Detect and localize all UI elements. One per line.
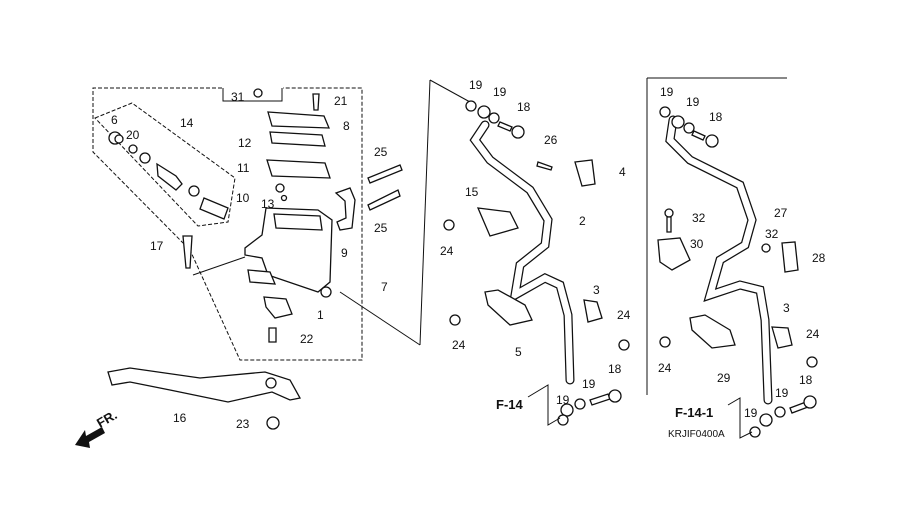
diagram-code: KRJIF0400A bbox=[668, 429, 725, 440]
brake-lever bbox=[107, 367, 302, 403]
callout: 19 bbox=[556, 393, 570, 407]
callout: 4 bbox=[619, 165, 626, 179]
callout: 15 bbox=[465, 185, 479, 199]
callout: 5 bbox=[515, 345, 522, 359]
callout: 23 bbox=[236, 417, 250, 431]
callout: 26 bbox=[544, 133, 558, 147]
front-direction-label: FR. bbox=[94, 407, 120, 430]
callout: 20 bbox=[126, 128, 140, 142]
callout: 32 bbox=[692, 211, 706, 225]
callout: 30 bbox=[690, 237, 704, 251]
callout: 18 bbox=[709, 110, 723, 124]
callout: 18 bbox=[517, 100, 531, 114]
part-callouts: 31 21 8 6 14 20 12 11 25 10 13 25 9 17 7… bbox=[94, 78, 826, 440]
callout: 18 bbox=[799, 373, 813, 387]
holder bbox=[334, 187, 356, 231]
callout: 22 bbox=[300, 332, 314, 346]
piston-kit bbox=[108, 131, 229, 220]
callout: 24 bbox=[617, 308, 631, 322]
callout: 21 bbox=[334, 94, 348, 108]
callout: 29 bbox=[717, 371, 731, 385]
callout: 11 bbox=[237, 161, 250, 175]
callout: 2 bbox=[579, 214, 586, 228]
callout: 16 bbox=[173, 411, 187, 425]
callout: 24 bbox=[452, 338, 466, 352]
callout: 19 bbox=[686, 95, 700, 109]
hose-fittings-abs bbox=[657, 106, 818, 438]
callout: 27 bbox=[774, 206, 788, 220]
switch bbox=[263, 296, 293, 319]
callout: 25 bbox=[374, 145, 388, 159]
callout: 12 bbox=[238, 136, 252, 150]
master-cylinder-box bbox=[92, 87, 363, 361]
callout: 28 bbox=[812, 251, 826, 265]
reference-f14[interactable]: F-14 bbox=[496, 397, 524, 412]
callout: 10 bbox=[236, 191, 250, 205]
hose-fittings bbox=[443, 100, 630, 426]
callout: 19 bbox=[469, 78, 483, 92]
callout: 24 bbox=[806, 327, 820, 341]
master-cylinder-body bbox=[244, 207, 333, 298]
callout: 17 bbox=[150, 239, 164, 253]
callout: 13 bbox=[261, 197, 275, 211]
callout: 19 bbox=[582, 377, 596, 391]
callout: 19 bbox=[660, 85, 674, 99]
piston-kit-box bbox=[94, 102, 236, 227]
callout: 9 bbox=[341, 246, 348, 260]
callout: 14 bbox=[180, 116, 194, 130]
callout: 31 bbox=[231, 90, 245, 104]
reference-f14-1[interactable]: F-14-1 bbox=[675, 405, 713, 420]
callout: 7 bbox=[381, 280, 388, 294]
callout: 19 bbox=[493, 85, 507, 99]
callout: 25 bbox=[374, 221, 388, 235]
callout: 8 bbox=[343, 119, 350, 133]
front-direction-arrow bbox=[75, 427, 105, 448]
callout: 1 bbox=[317, 308, 324, 322]
callout: 3 bbox=[593, 283, 600, 297]
callout: 32 bbox=[765, 227, 779, 241]
callout: 3 bbox=[783, 301, 790, 315]
callout: 24 bbox=[440, 244, 454, 258]
callout: 19 bbox=[775, 386, 789, 400]
callout: 6 bbox=[111, 113, 118, 127]
callout: 24 bbox=[658, 361, 672, 375]
callout: 19 bbox=[744, 406, 758, 420]
reservoir-cover bbox=[253, 88, 331, 202]
callout: 18 bbox=[608, 362, 622, 376]
